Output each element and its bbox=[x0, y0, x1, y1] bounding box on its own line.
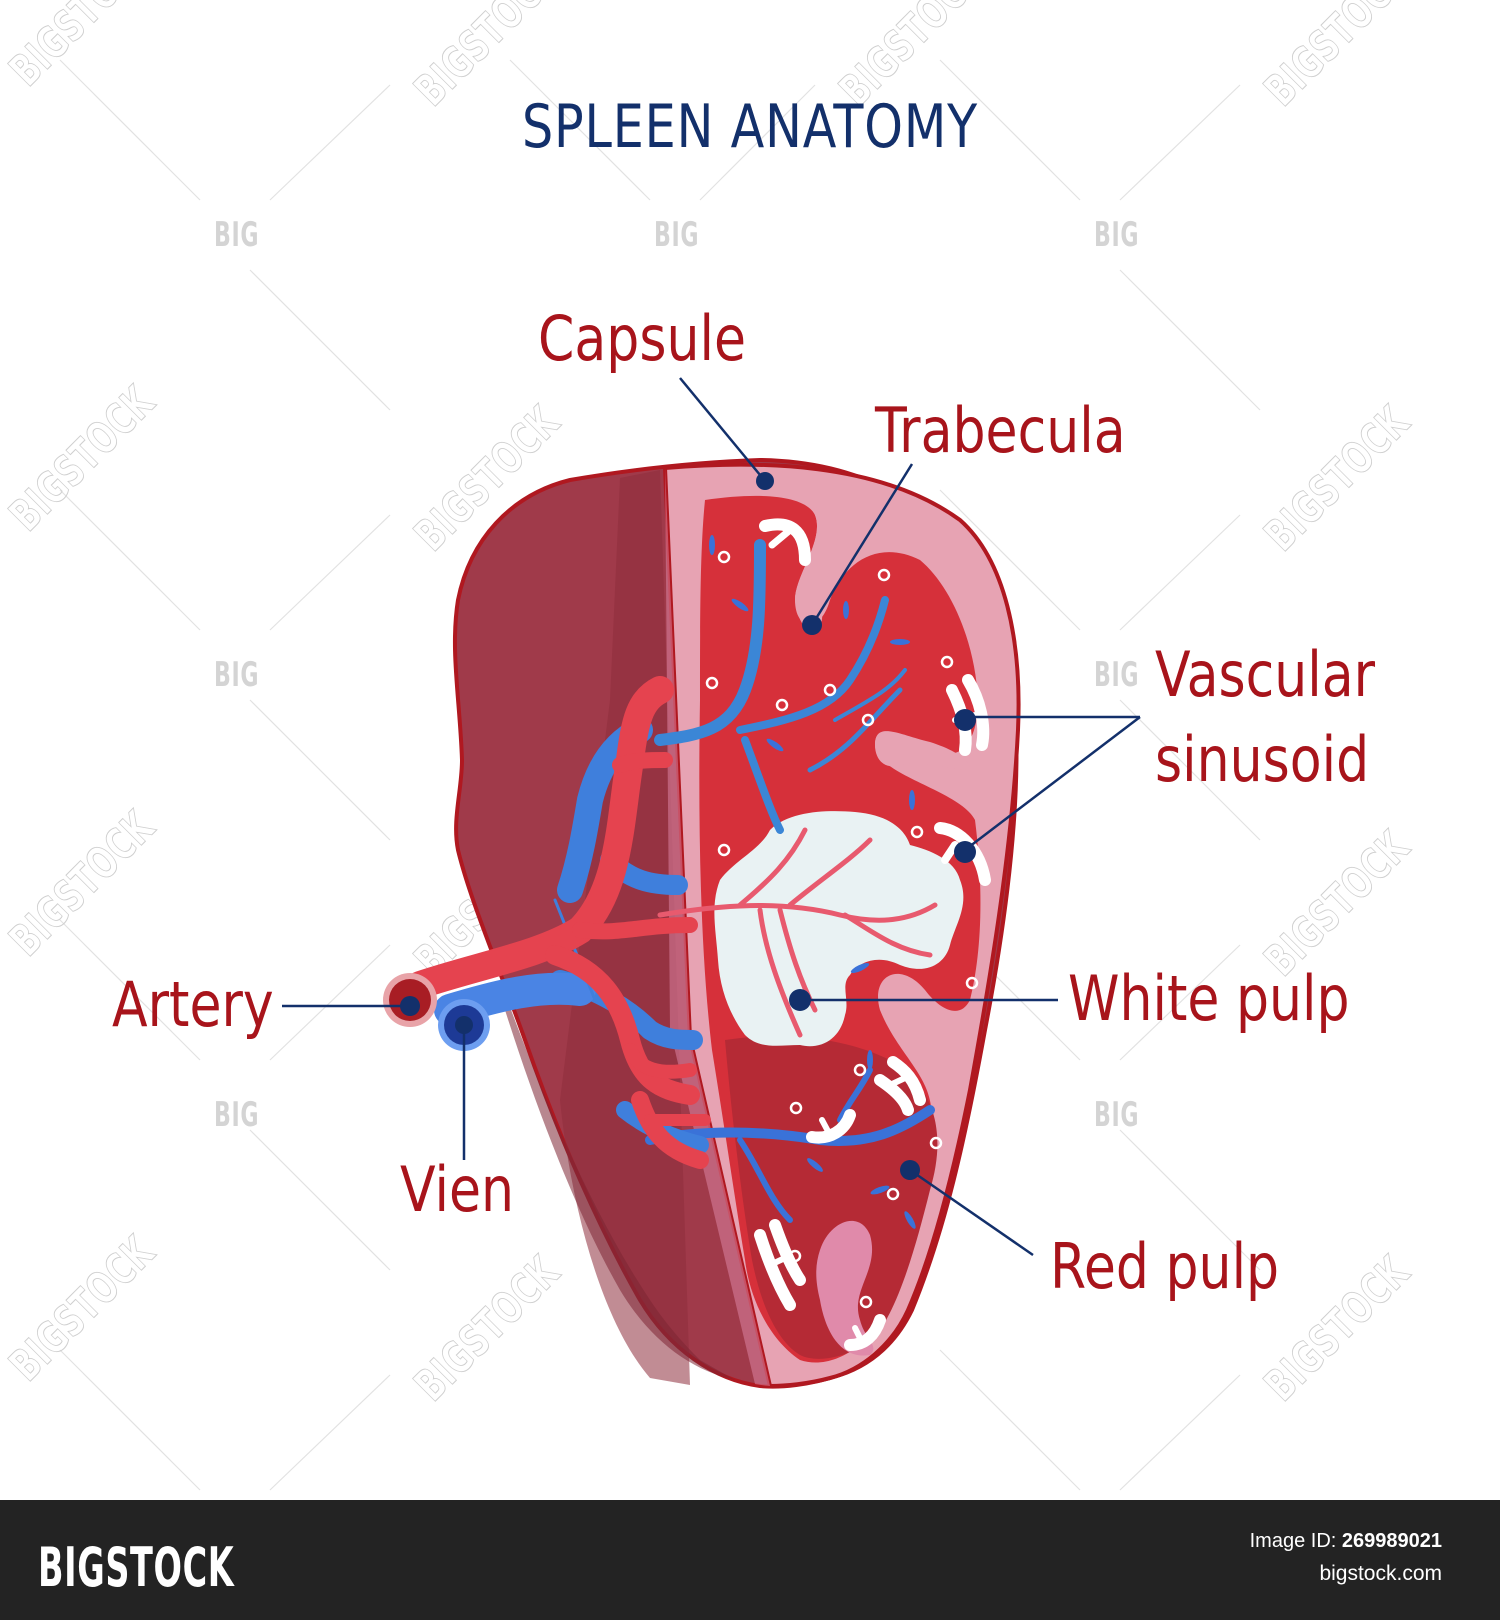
label-capsule: Capsule bbox=[538, 302, 746, 375]
leader-dots bbox=[400, 472, 976, 1180]
image-id-value: 269989021 bbox=[1341, 1530, 1442, 1552]
site-link[interactable]: bigstock.com bbox=[1319, 1562, 1442, 1585]
diagram-title: SPLEEN ANATOMY bbox=[522, 92, 978, 162]
label-red-pulp: Red pulp bbox=[1050, 1230, 1280, 1303]
label-vascular-sinusoid-line1: Vascular bbox=[1155, 638, 1376, 711]
leader-lines bbox=[282, 377, 1141, 1257]
image-id-label: Image ID: bbox=[1249, 1530, 1337, 1552]
brand-logo: BIGSTOCK bbox=[38, 1536, 235, 1599]
watermark-big: BIG bbox=[1094, 215, 1140, 255]
spleen-illustration bbox=[282, 377, 1141, 1389]
watermark-lines bbox=[59, 59, 1261, 1491]
watermark-big: BIG bbox=[214, 1095, 260, 1135]
diagram-canvas: BIG BIG BIG BIG BIG BIG BIG BIGSTOCK BIG… bbox=[0, 0, 1420, 1491]
label-trabecula: Trabecula bbox=[875, 394, 1126, 467]
watermark-big: BIG bbox=[214, 655, 260, 695]
label-vascular-sinusoid-line2: sinusoid bbox=[1155, 723, 1370, 796]
watermark-big: BIG bbox=[1094, 1095, 1140, 1135]
watermark-big: BIG bbox=[1094, 655, 1140, 695]
image-id: Image ID: 269989021 bbox=[1250, 1530, 1442, 1553]
watermark-big: BIG bbox=[654, 215, 700, 255]
footer-bar: BIGSTOCK Image ID: 269989021 bigstock.co… bbox=[0, 1500, 1500, 1620]
label-artery: Artery bbox=[112, 968, 274, 1041]
label-vein: Vien bbox=[400, 1153, 515, 1226]
label-white-pulp: White pulp bbox=[1068, 962, 1350, 1035]
watermark-big: BIG bbox=[214, 215, 260, 255]
